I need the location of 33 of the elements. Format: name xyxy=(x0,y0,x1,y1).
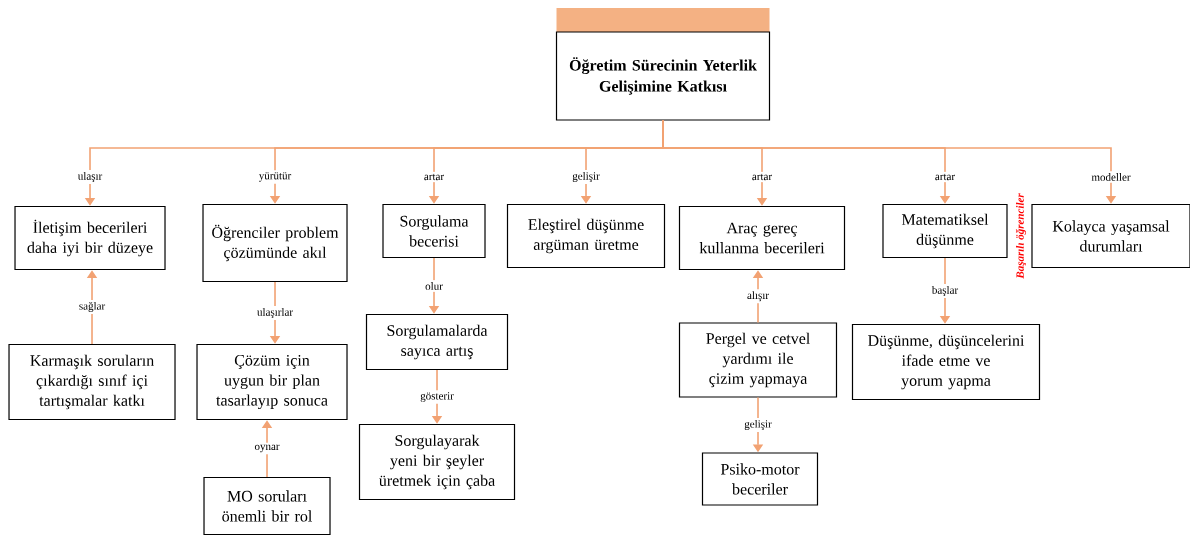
edge-label: ulaşır xyxy=(75,170,105,184)
concept-box: Karmaşık soruların çıkardığı sınıf içi tartışmalar katkı xyxy=(8,343,176,421)
concept-box: Sorgulama becerisi xyxy=(382,203,486,259)
concept-box: Sorgulayarak yeni bir şeyler üretmek için çaba xyxy=(358,423,516,501)
concept-box: Pergel ve cetvel yardımı ile çizim yapmaya xyxy=(678,322,838,398)
arrow xyxy=(662,119,1117,204)
concept-box: Düşünme, düşüncelerini ifade etme ve yorum yapma xyxy=(851,323,1041,401)
edge-label: yürütür xyxy=(256,170,294,184)
edge-label: modeller xyxy=(1089,171,1133,183)
edge-label: sağlar xyxy=(76,300,108,314)
concept-box: Öğrenciler problem çözümünde akıl xyxy=(202,203,348,283)
edge-label: gelişir xyxy=(570,170,602,184)
concept-box: Kolayca yaşamsal durumları xyxy=(1031,203,1190,269)
concept-box: MO soruları önemli bir rol xyxy=(203,476,331,536)
edge-label: artar xyxy=(932,171,958,183)
edge-label: artar xyxy=(421,171,447,183)
concept-box: Sorgulamalarda sayıca artış xyxy=(365,313,509,371)
edge-label: oynar xyxy=(252,442,282,455)
edge-label: gelişir xyxy=(742,418,774,432)
concept-box: Matematiksel düşünme xyxy=(882,203,1008,259)
title-box: Öğretim Sürecinin Yeterlik Gelişimine Katkısı xyxy=(555,8,771,121)
concept-box: Eleştirel düşünme argüman üretme xyxy=(506,203,666,269)
concept-box: İletişim becerileri daha iyi bir düzeye xyxy=(14,205,166,271)
concept-box: Çözüm için uygun bir plan tasarlayıp sonuca xyxy=(196,343,348,421)
edge-label: alışır xyxy=(745,289,771,304)
edge-label: olur xyxy=(423,280,445,292)
edge-label: gösterir xyxy=(418,390,456,404)
edge-label: ulaşırlar xyxy=(255,306,296,320)
concept-box: Psiko-motor beceriler xyxy=(701,452,819,506)
edge-label: artar xyxy=(749,171,775,183)
concept-box: Araç gereç kullanma becerileri xyxy=(678,205,846,271)
edge-label: başlar xyxy=(929,284,961,298)
rotated-note: Başarılı öğrenciler xyxy=(1015,193,1027,279)
